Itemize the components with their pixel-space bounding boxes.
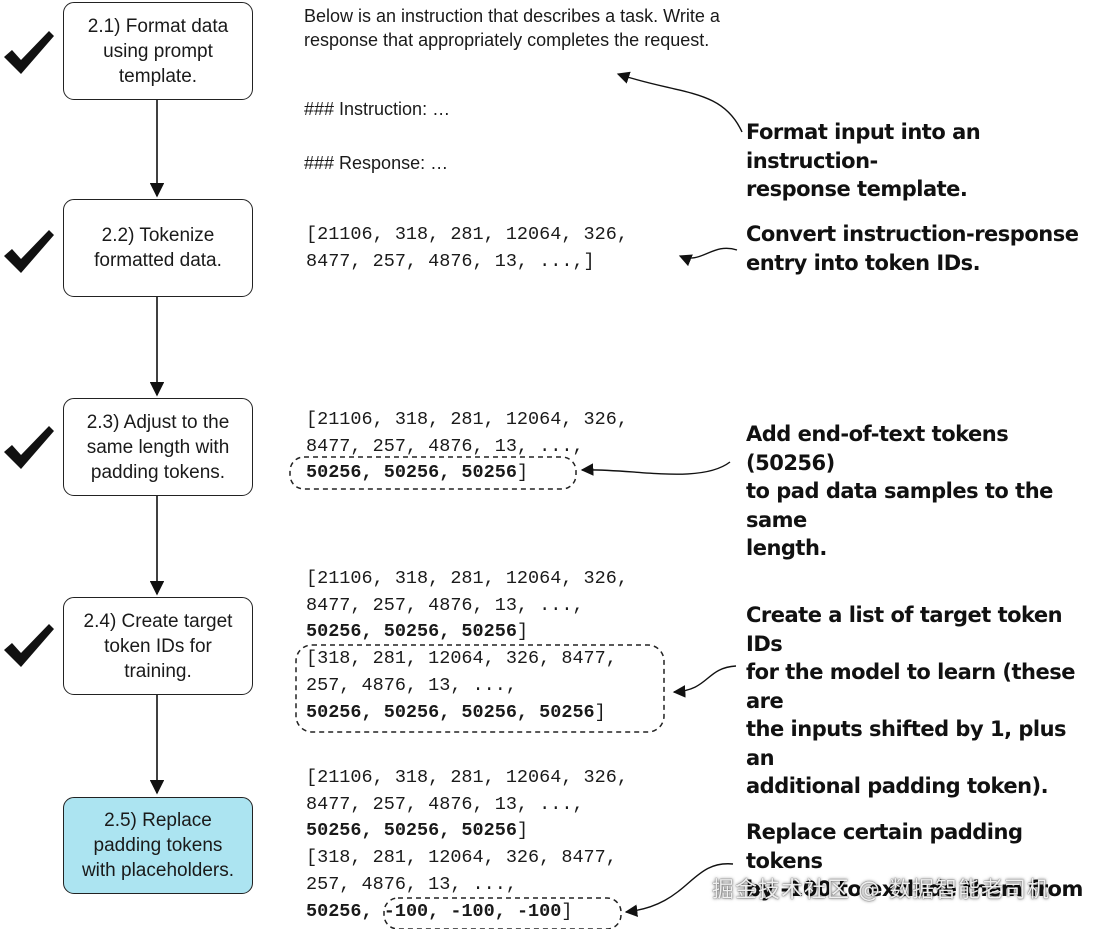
annotation-tokenize: Convert instruction-response entry into … [746, 222, 1079, 275]
code-line: [21106, 318, 281, 12064, 326, [306, 409, 628, 430]
code-line: 257, 4876, 13, ..., [306, 873, 517, 895]
callout-arrow-3 [580, 461, 731, 476]
prompt-intro: Below is an instruction that describes a… [304, 6, 720, 50]
code-line: [21106, 318, 281, 12064, 326, [306, 767, 628, 788]
code-line: [21106, 318, 281, 12064, 326, [306, 568, 628, 589]
code-line: 8477, 257, 4876, 13, ..., [306, 793, 584, 815]
code-close: ] [594, 701, 606, 723]
masked-tokens: -100, -100, -100 [383, 900, 562, 922]
prompt-instruction: ### Instruction: … [304, 99, 451, 119]
pad-tokens: 50256, 50256, 50256 [306, 462, 517, 484]
check-icon [4, 230, 54, 273]
annotation-pad: Add end-of-text tokens (50256) to pad da… [746, 422, 1053, 560]
target-highlight-box [295, 644, 665, 733]
callout-arrow-1 [616, 71, 743, 133]
token-ids-tokenized: [21106, 318, 281, 12064, 326, 8477, 257,… [306, 222, 628, 275]
step-box-format: 2.1) Format data using prompt template. [63, 2, 253, 100]
token-ids-targets: [21106, 318, 281, 12064, 326, 8477, 257,… [306, 566, 628, 726]
code-close: ] [561, 900, 573, 922]
annotation-targets: Create a list of target token IDs for th… [746, 603, 1075, 798]
code-line: [318, 281, 12064, 326, 8477, [306, 847, 617, 869]
check-icon [4, 426, 54, 469]
watermark: 掘金技术社区 @ 数据智能老司机 [712, 878, 1050, 903]
mask-highlight-box [383, 897, 622, 929]
prompt-response: ### Response: … [304, 153, 449, 173]
code-close: ] [516, 462, 529, 484]
code-close: ] [516, 621, 529, 643]
pad-tokens: 50256, 50256, 50256 [306, 820, 517, 842]
step-box-targets: 2.4) Create target token IDs for trainin… [63, 597, 253, 695]
code-line: 8477, 257, 4876, 13, ..., [306, 435, 584, 457]
pad-highlight-box [289, 456, 577, 490]
code-close: ] [516, 820, 529, 842]
annotation-replace: Replace certain padding tokens by -100 t… [746, 820, 1083, 901]
check-icon [4, 624, 54, 667]
step-box-replace: 2.5) Replace padding tokens with placeho… [63, 797, 253, 894]
code-line: 257, 4876, 13, ..., [306, 674, 517, 696]
pad-tokens: 50256, [306, 900, 373, 922]
step-box-tokenize: 2.2) Tokenize formatted data. [63, 199, 253, 297]
pad-tokens: 50256, 50256, 50256 [306, 621, 517, 643]
token-ids-masked: [21106, 318, 281, 12064, 326, 8477, 257,… [306, 765, 628, 925]
token-ids-padded: [21106, 318, 281, 12064, 326, 8477, 257,… [306, 407, 628, 487]
callout-arrow-4 [672, 665, 737, 698]
code-line: 8477, 257, 4876, 13, ...,] [306, 250, 595, 272]
annotation-format: Format input into an instruction- respon… [746, 120, 981, 201]
callout-arrow-2 [678, 247, 738, 267]
check-icon [4, 31, 54, 74]
code-line: [318, 281, 12064, 326, 8477, [306, 648, 617, 670]
code-line: [21106, 318, 281, 12064, 326, [306, 224, 628, 245]
callout-arrow-5 [624, 863, 734, 918]
code-line: 8477, 257, 4876, 13, ..., [306, 594, 584, 616]
step-box-pad: 2.3) Adjust to the same length with padd… [63, 398, 253, 496]
pad-tokens: 50256, 50256, 50256, 50256 [306, 701, 595, 723]
